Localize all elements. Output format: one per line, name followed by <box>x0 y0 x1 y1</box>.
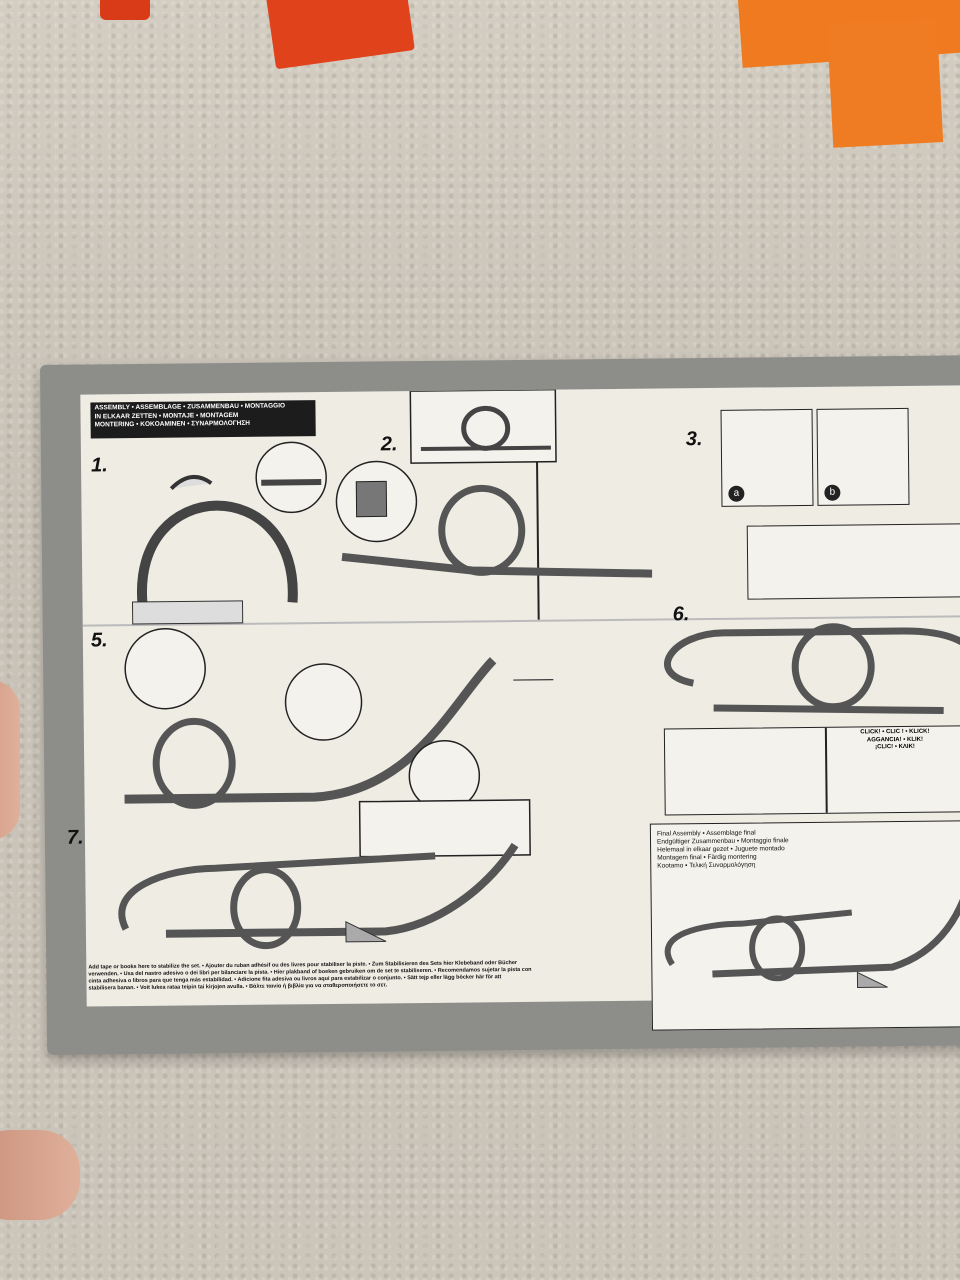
step-6-zoom-panel <box>746 523 960 600</box>
step-3a-badge: a <box>728 485 745 502</box>
sheet-paper: ASSEMBLY • ASSEMBLAGE • ZUSAMMENBAU • MO… <box>67 385 960 1031</box>
final-assembly-text: Final Assembly • Assemblage final Endgül… <box>657 829 789 870</box>
final-line: Kootamo • Τελική Συναρμολόγηση <box>657 861 756 870</box>
orange-track-post <box>826 17 944 148</box>
step-3a-panel: a <box>720 408 814 507</box>
finger-left-top <box>0 680 20 840</box>
step-7-label: 7. <box>66 826 84 849</box>
step-3b-badge: b <box>824 484 841 501</box>
step-3b-panel: b <box>816 407 910 506</box>
step-5-label: 5. <box>90 629 108 652</box>
step-7-diagram <box>118 799 531 950</box>
step-1-diagram <box>131 441 327 625</box>
red-track-piece-small <box>100 0 150 20</box>
click-detail-panel: CLICK! • CLIC ! • KLICK! AGGANCIA! • KLI… <box>663 725 960 816</box>
click-line: ¡CLIC! • KΛΙΚ! <box>875 743 915 751</box>
header-line: MONTERING • KOKOAMINEN • ΣΥΝΑΡΜΟΛΟΓΗΣΗ <box>94 419 250 429</box>
final-assembly-panel: Final Assembly • Assemblage final Endgül… <box>649 820 960 1031</box>
instruction-sheet: ASSEMBLY • ASSEMBLAGE • ZUSAMMENBAU • MO… <box>40 355 960 1055</box>
step-5-diagram <box>124 627 555 812</box>
stabilize-warning: Add tape or books here to stabilize the … <box>88 959 618 993</box>
final-assembly-diagram <box>664 875 960 988</box>
finger-left-bottom <box>0 1130 80 1220</box>
step-6-diagram <box>664 623 960 715</box>
step-3-label: 3. <box>685 428 703 451</box>
click-text: CLICK! • CLIC ! • KLICK! AGGANCIA! • KLI… <box>825 728 960 752</box>
step-2-diagram <box>335 388 653 578</box>
step-1-label: 1. <box>90 454 108 477</box>
